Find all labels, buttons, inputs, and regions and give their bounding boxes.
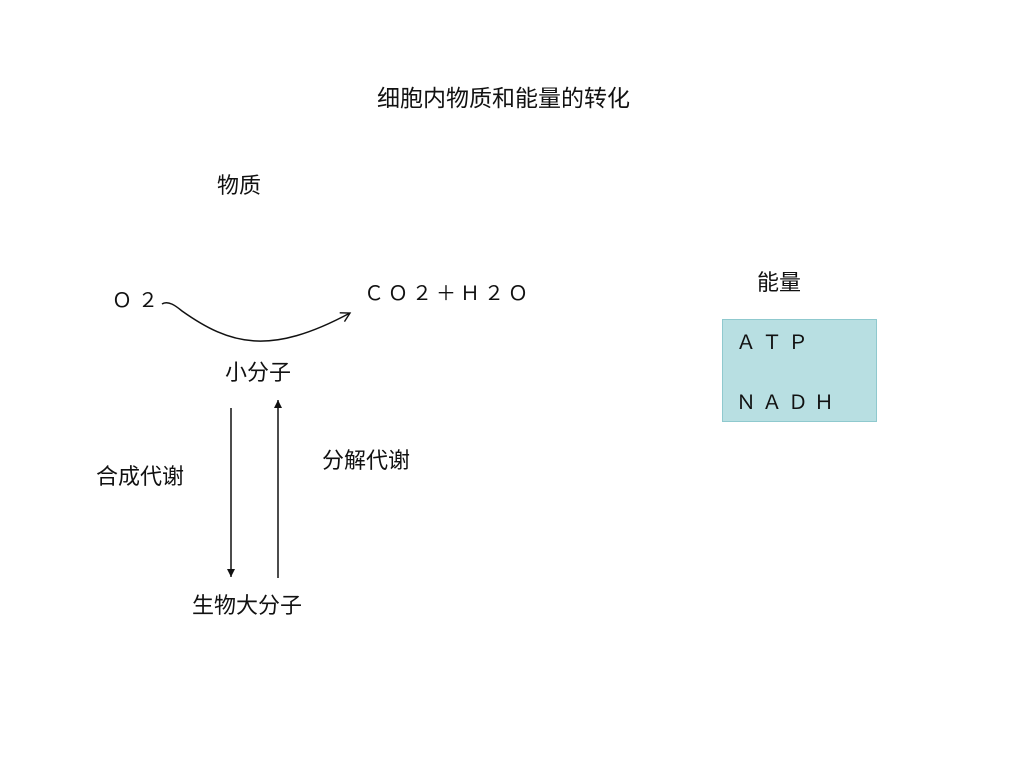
anabolism-label: 合成代谢 — [96, 465, 185, 490]
energy-item-nadh: ＮＡＤＨ — [736, 390, 840, 414]
respiration-curve-arrow — [161, 301, 352, 342]
diagram-title: 细胞内物质和能量的转化 — [377, 86, 630, 112]
oxygen-node: Ｏ２ — [112, 288, 164, 312]
macromolecules-node: 生物大分子 — [192, 594, 303, 619]
energy-heading: 能量 — [757, 271, 802, 296]
matter-heading: 物质 — [217, 174, 262, 199]
small-molecules-node: 小分子 — [225, 361, 292, 386]
catabolism-label: 分解代谢 — [322, 449, 411, 474]
energy-item-atp: ＡＴＰ — [736, 330, 814, 354]
energy-box: ＡＴＰ ＮＡＤＨ — [722, 319, 877, 422]
products-node: ＣＯ２＋Ｈ２Ｏ — [364, 281, 532, 305]
